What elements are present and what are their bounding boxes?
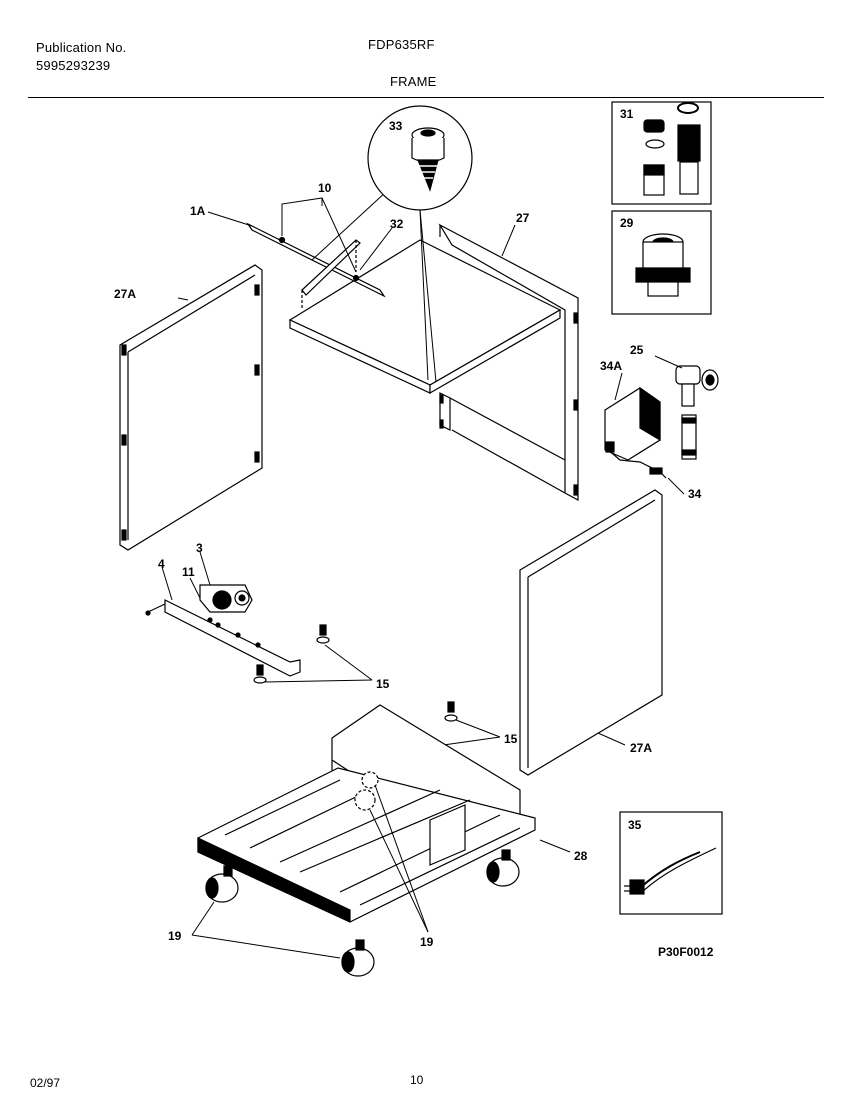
callout-34a: 34A bbox=[600, 359, 622, 373]
valve-bracket-assembly bbox=[145, 551, 301, 677]
callout-labels: 1A 10 32 27 33 31 29 27A 25 34A 34 3 4 1… bbox=[114, 107, 714, 959]
top-frame-assembly bbox=[288, 223, 579, 502]
section-title: FRAME bbox=[390, 74, 437, 89]
side-panel-left bbox=[119, 264, 263, 551]
footer-date: 02/97 bbox=[30, 1076, 61, 1090]
callout-15-left: 15 bbox=[376, 677, 390, 691]
model-number: FDP635RF bbox=[368, 37, 435, 52]
callout-27: 27 bbox=[516, 211, 530, 225]
casters-19 bbox=[191, 784, 520, 977]
callout-28: 28 bbox=[574, 849, 588, 863]
publication-number: 5995293239 bbox=[36, 58, 111, 73]
detail-33-circle bbox=[367, 105, 473, 211]
callout-34: 34 bbox=[688, 487, 702, 501]
callout-4: 4 bbox=[158, 557, 165, 571]
base-assembly bbox=[197, 704, 571, 923]
callout-32: 32 bbox=[390, 217, 404, 231]
leader-lines-top bbox=[177, 189, 516, 383]
callout-35: 35 bbox=[628, 818, 642, 832]
callout-15-right: 15 bbox=[504, 732, 518, 746]
side-panel-right bbox=[519, 489, 663, 776]
detail-35-box bbox=[619, 811, 723, 915]
callout-27a-right: 27A bbox=[630, 741, 652, 755]
callout-1a: 1A bbox=[190, 204, 206, 218]
detail-29-box bbox=[611, 210, 712, 315]
header-rule bbox=[28, 97, 824, 98]
footer-page-number: 10 bbox=[410, 1073, 424, 1087]
callout-3: 3 bbox=[196, 541, 203, 555]
callout-19-left: 19 bbox=[168, 929, 182, 943]
callout-19-center: 19 bbox=[420, 935, 434, 949]
callout-27a-left: 27A bbox=[114, 287, 136, 301]
callout-25: 25 bbox=[630, 343, 644, 357]
callout-31: 31 bbox=[620, 107, 634, 121]
top-bracket-assembly bbox=[246, 222, 386, 310]
diagram-code: P30F0012 bbox=[658, 945, 714, 959]
callout-29: 29 bbox=[620, 216, 634, 230]
callout-11: 11 bbox=[182, 565, 195, 579]
callout-10: 10 bbox=[318, 181, 332, 195]
water-fitting-group bbox=[604, 355, 719, 495]
detail-31-box bbox=[611, 101, 712, 205]
publication-label: Publication No. bbox=[36, 40, 127, 55]
callout-33: 33 bbox=[389, 119, 403, 133]
